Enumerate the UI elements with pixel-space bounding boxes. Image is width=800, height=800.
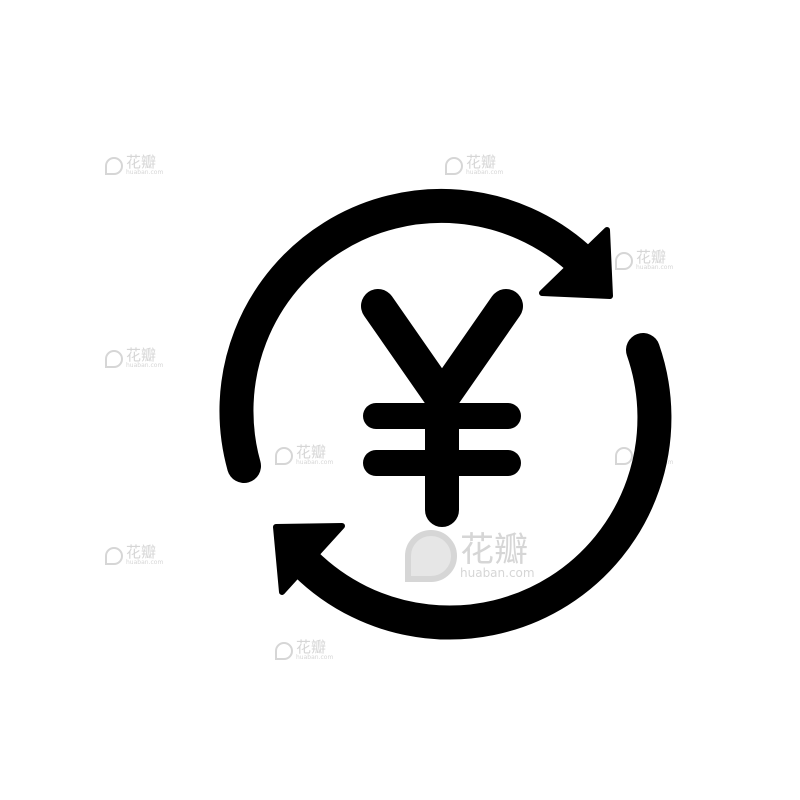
watermark-logo-icon — [615, 251, 633, 270]
watermark-logo-icon — [445, 156, 463, 175]
watermark-logo-icon — [275, 641, 293, 660]
refresh-arrow-top-arc — [219, 188, 595, 483]
watermark-logo-icon — [615, 446, 633, 465]
watermark-logo-icon — [275, 446, 293, 465]
arrowhead-top-icon — [539, 227, 613, 299]
watermark-logo-icon — [105, 156, 123, 175]
refresh-arrow-bottom-arc — [288, 333, 672, 640]
yen-sign-icon — [361, 289, 523, 527]
arrowhead-bottom-icon — [273, 523, 345, 595]
watermark-logo-icon — [405, 530, 457, 582]
watermark-logo-icon — [105, 349, 123, 368]
watermark-logo-icon — [105, 546, 123, 565]
